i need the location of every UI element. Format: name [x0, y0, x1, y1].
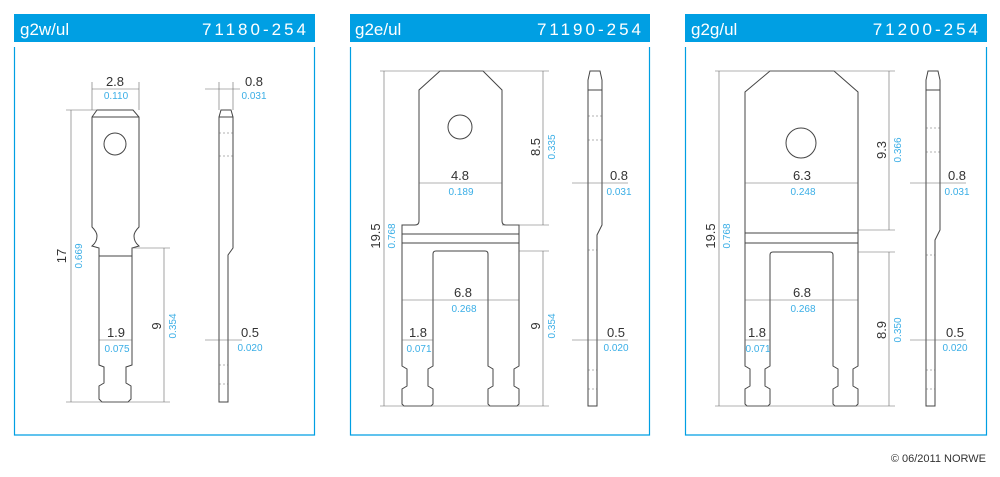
dim-length-in: 0.768: [387, 223, 398, 248]
dim-length: 19.5: [703, 223, 718, 248]
dim-blade: 9: [528, 322, 543, 329]
dim-length: 19.5: [368, 223, 383, 248]
dim-upper: 9.3: [874, 141, 889, 159]
dim-span: 6.8: [793, 285, 811, 300]
part-code: 71190-254: [537, 20, 644, 39]
dim-span-in: 0.268: [451, 304, 476, 315]
dim-upper-in: 0.335: [547, 134, 558, 159]
dim-thin: 0.5: [607, 325, 625, 340]
panel-g2e: g2e/ul 71190-254 4.8 0.189 6.8 0.268 1.8…: [349, 14, 651, 436]
dim-upper: 8.5: [528, 138, 543, 156]
dim-thickness-in: 0.031: [606, 187, 631, 198]
part-code: 71180-254: [202, 20, 309, 39]
panel-frame: [13, 47, 316, 436]
terminal-front-view: [90, 109, 141, 403]
dim-span: 6.8: [454, 285, 472, 300]
mounting-hole: [103, 132, 127, 156]
terminal-side-view: [587, 70, 603, 407]
dim-blade-in: 0.350: [893, 317, 904, 342]
panel-header: [14, 14, 315, 42]
mounting-hole: [785, 127, 817, 159]
dim-thin: 0.5: [241, 325, 259, 340]
dim-leg: 1.8: [748, 325, 766, 340]
dim-thin-in: 0.020: [237, 343, 262, 354]
dim-thickness: 0.8: [245, 74, 263, 89]
dim-tab-width-in: 0.189: [448, 187, 473, 198]
terminal-side-view: [218, 109, 234, 403]
dim-length-in: 0.669: [74, 243, 85, 268]
dim-tab-width: 4.8: [451, 168, 469, 183]
part-name: g2g/ul: [691, 20, 737, 39]
terminal-front-view: [401, 70, 520, 407]
panel-header: [685, 14, 987, 42]
dim-thickness: 0.8: [948, 168, 966, 183]
dim-leg: 1.8: [409, 325, 427, 340]
dim-thickness-in: 0.031: [944, 187, 969, 198]
dim-leg-in: 0.071: [745, 344, 770, 355]
part-name: g2e/ul: [355, 20, 401, 39]
dim-tab-width-in: 0.248: [790, 187, 815, 198]
dim-thin-in: 0.020: [942, 343, 967, 354]
terminal-front-view: [744, 70, 859, 407]
panel-g2w: g2w/ul 71180-254 2.8 0.110 17 0.669 9 0.…: [13, 14, 316, 436]
terminal-side-view: [925, 70, 941, 407]
dim-blade: 9: [149, 322, 164, 329]
panel-frame: [349, 47, 651, 436]
copyright: © 06/2011 NORWE: [891, 453, 986, 465]
dim-length: 17: [54, 249, 69, 263]
part-code: 71200-254: [873, 20, 981, 39]
panel-header: [350, 14, 650, 42]
dim-thickness: 0.8: [610, 168, 628, 183]
dim-leg-in: 0.071: [406, 344, 431, 355]
panel-frame: [684, 47, 988, 436]
dim-thin: 0.5: [946, 325, 964, 340]
dim-thin-in: 0.020: [603, 343, 628, 354]
dim-width: 2.8: [106, 74, 124, 89]
dim-blade-in: 0.354: [168, 313, 179, 338]
dim-blade-in: 0.354: [547, 313, 558, 338]
part-name: g2w/ul: [20, 20, 69, 39]
dim-length-in: 0.768: [722, 223, 733, 248]
dim-thickness-in: 0.031: [241, 91, 266, 102]
dim-tip-in: 0.075: [104, 344, 129, 355]
panel-g2g: g2g/ul 71200-254 6.3 0.248 6.8 0.268 1.8…: [684, 14, 988, 436]
dim-width-in: 0.110: [104, 91, 129, 102]
dim-tab-width: 6.3: [793, 168, 811, 183]
dim-blade: 8.9: [874, 321, 889, 339]
dim-upper-in: 0.366: [893, 137, 904, 162]
dim-tip: 1.9: [107, 325, 125, 340]
mounting-hole: [447, 114, 473, 140]
dim-span-in: 0.268: [790, 304, 815, 315]
